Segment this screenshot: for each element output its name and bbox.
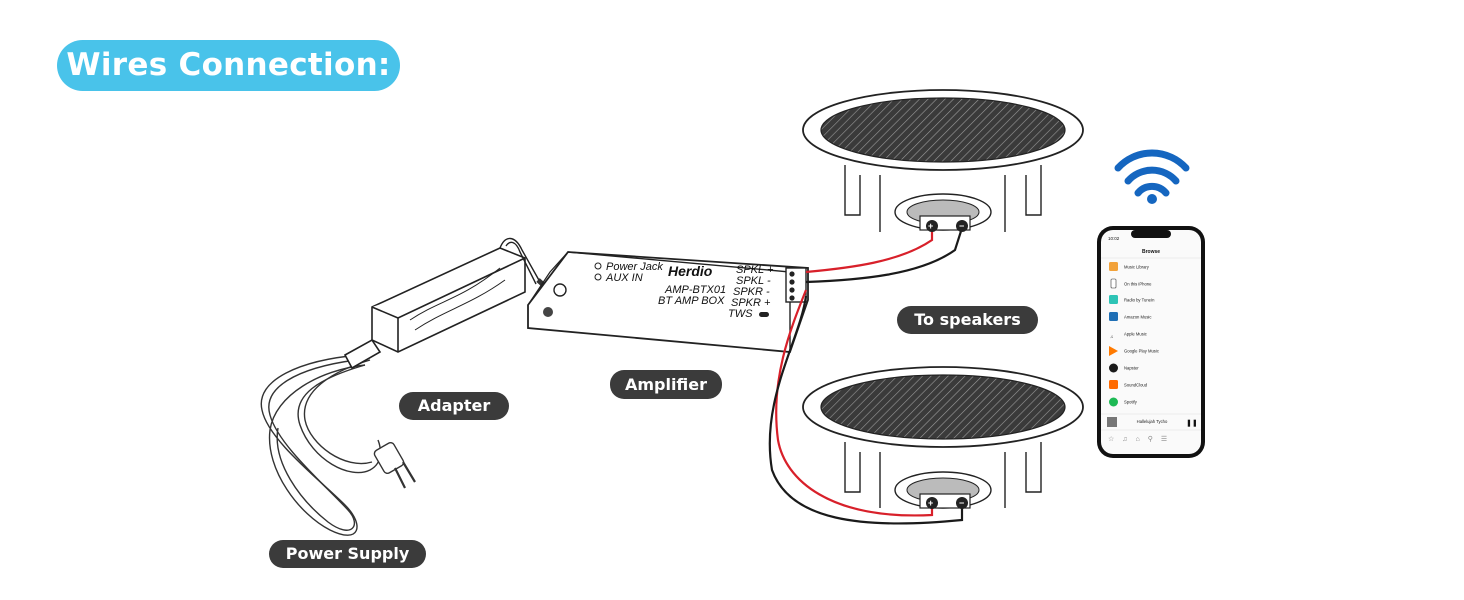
list-item-label: Amazon Music bbox=[1124, 315, 1151, 320]
speaker-top: + − bbox=[802, 89, 1084, 232]
svg-text:+: + bbox=[928, 498, 933, 508]
list-item-label: Spotify bbox=[1124, 400, 1138, 405]
spotify-icon bbox=[1109, 397, 1118, 407]
adapter-label: Adapter bbox=[399, 392, 509, 420]
browse-header: Browse bbox=[1142, 249, 1160, 255]
list-item-label: On this iPhone bbox=[1124, 282, 1152, 287]
terminal-label: SPKL + bbox=[736, 264, 774, 276]
library-icon bbox=[1109, 262, 1118, 271]
model-label: AMP-BTX01 bbox=[664, 284, 726, 296]
apple-music-icon: ♫ bbox=[1110, 334, 1113, 339]
list-item-label: Music Library bbox=[1124, 265, 1150, 270]
status-time: 10:02 bbox=[1108, 236, 1120, 241]
power-supply-label: Power Supply bbox=[269, 540, 426, 568]
list-item[interactable]: Google Play Music bbox=[1109, 346, 1159, 356]
page-title: Wires Connection: bbox=[57, 40, 400, 91]
to-speakers-label: To speakers bbox=[897, 306, 1038, 334]
terminal-label: SPKL - bbox=[736, 275, 771, 287]
brand-label: Herdio bbox=[668, 263, 713, 279]
list-item-label: Apple Music bbox=[1124, 332, 1147, 337]
power-plug bbox=[373, 442, 416, 489]
list-item-label: Google Play Music bbox=[1124, 349, 1159, 354]
subtitle-label: BT AMP BOX bbox=[658, 295, 725, 307]
list-item[interactable]: Napster bbox=[1109, 363, 1139, 373]
list-item-label: Radio by TuneIn bbox=[1124, 298, 1155, 303]
power-cord bbox=[260, 354, 382, 536]
play-music-icon bbox=[1109, 346, 1118, 356]
now-playing: Hallelujah Tycho bbox=[1137, 419, 1168, 424]
svg-text:−: − bbox=[959, 221, 964, 231]
soundcloud-icon bbox=[1109, 380, 1118, 389]
speaker-wires bbox=[768, 226, 964, 525]
svg-text:+: + bbox=[928, 221, 933, 231]
list-item[interactable]: On this iPhone bbox=[1110, 278, 1152, 289]
list-item-label: Napster bbox=[1124, 366, 1139, 371]
speaker-bottom: + − bbox=[802, 366, 1084, 509]
terminal-label: TWS bbox=[728, 308, 753, 320]
power-adapter bbox=[343, 237, 562, 370]
list-item[interactable]: Spotify bbox=[1109, 397, 1138, 407]
power-jack-label: Power Jack bbox=[606, 261, 663, 273]
pause-icon[interactable]: ❚❚ bbox=[1186, 419, 1198, 427]
amplifier-label: Amplifier bbox=[610, 370, 722, 399]
wifi-icon bbox=[1114, 149, 1190, 204]
list-item-label: SoundCloud bbox=[1124, 383, 1148, 388]
iphone-icon bbox=[1110, 278, 1117, 289]
list-item[interactable]: SoundCloud bbox=[1109, 380, 1148, 389]
tunein-icon bbox=[1109, 295, 1118, 304]
list-item[interactable]: Amazon Music bbox=[1109, 312, 1151, 321]
aux-in-label: AUX IN bbox=[605, 272, 643, 284]
svg-text:−: − bbox=[959, 498, 964, 508]
tab-bar-icons[interactable]: ☆♫⌂⚲☰ bbox=[1108, 435, 1175, 443]
list-item[interactable]: Radio by TuneIn bbox=[1109, 295, 1155, 304]
terminal-label: SPKR + bbox=[731, 297, 771, 309]
napster-icon bbox=[1109, 363, 1118, 373]
list-item[interactable]: ♫ Apple Music bbox=[1110, 332, 1147, 340]
list-item[interactable]: Music Library bbox=[1109, 262, 1150, 271]
amazon-icon bbox=[1109, 312, 1118, 321]
terminal-label: SPKR - bbox=[733, 286, 770, 298]
amplifier-box: Power Jack AUX IN Herdio AMP-BTX01 BT AM… bbox=[527, 251, 809, 353]
smartphone: 10:02 Browse Music Library On this iPhon… bbox=[1097, 226, 1205, 458]
